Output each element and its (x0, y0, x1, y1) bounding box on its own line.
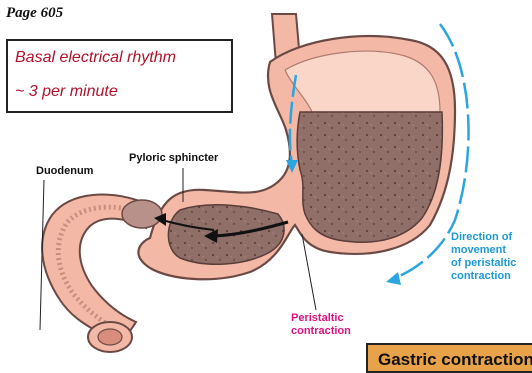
direction-label-line2: movement (451, 244, 516, 257)
direction-label-line1: Direction of (451, 231, 516, 244)
pyloric-chamber (122, 200, 162, 228)
peristaltic-label-line1: Peristaltic (291, 312, 351, 325)
stomach-illustration (0, 0, 532, 363)
pyloric-sphincter-label: Pyloric sphincter (129, 152, 218, 165)
gastric-contraction-box: Gastric contraction (366, 343, 532, 373)
direction-label-line4: contraction (451, 270, 516, 283)
direction-of-movement-label: Direction of movement of peristaltic con… (451, 231, 516, 283)
peristaltic-contraction-label: Peristaltic contraction (291, 312, 351, 338)
direction-label-line3: of peristaltic (451, 257, 516, 270)
peristaltic-label-line2: contraction (291, 325, 351, 338)
duodenum-label: Duodenum (36, 165, 93, 178)
